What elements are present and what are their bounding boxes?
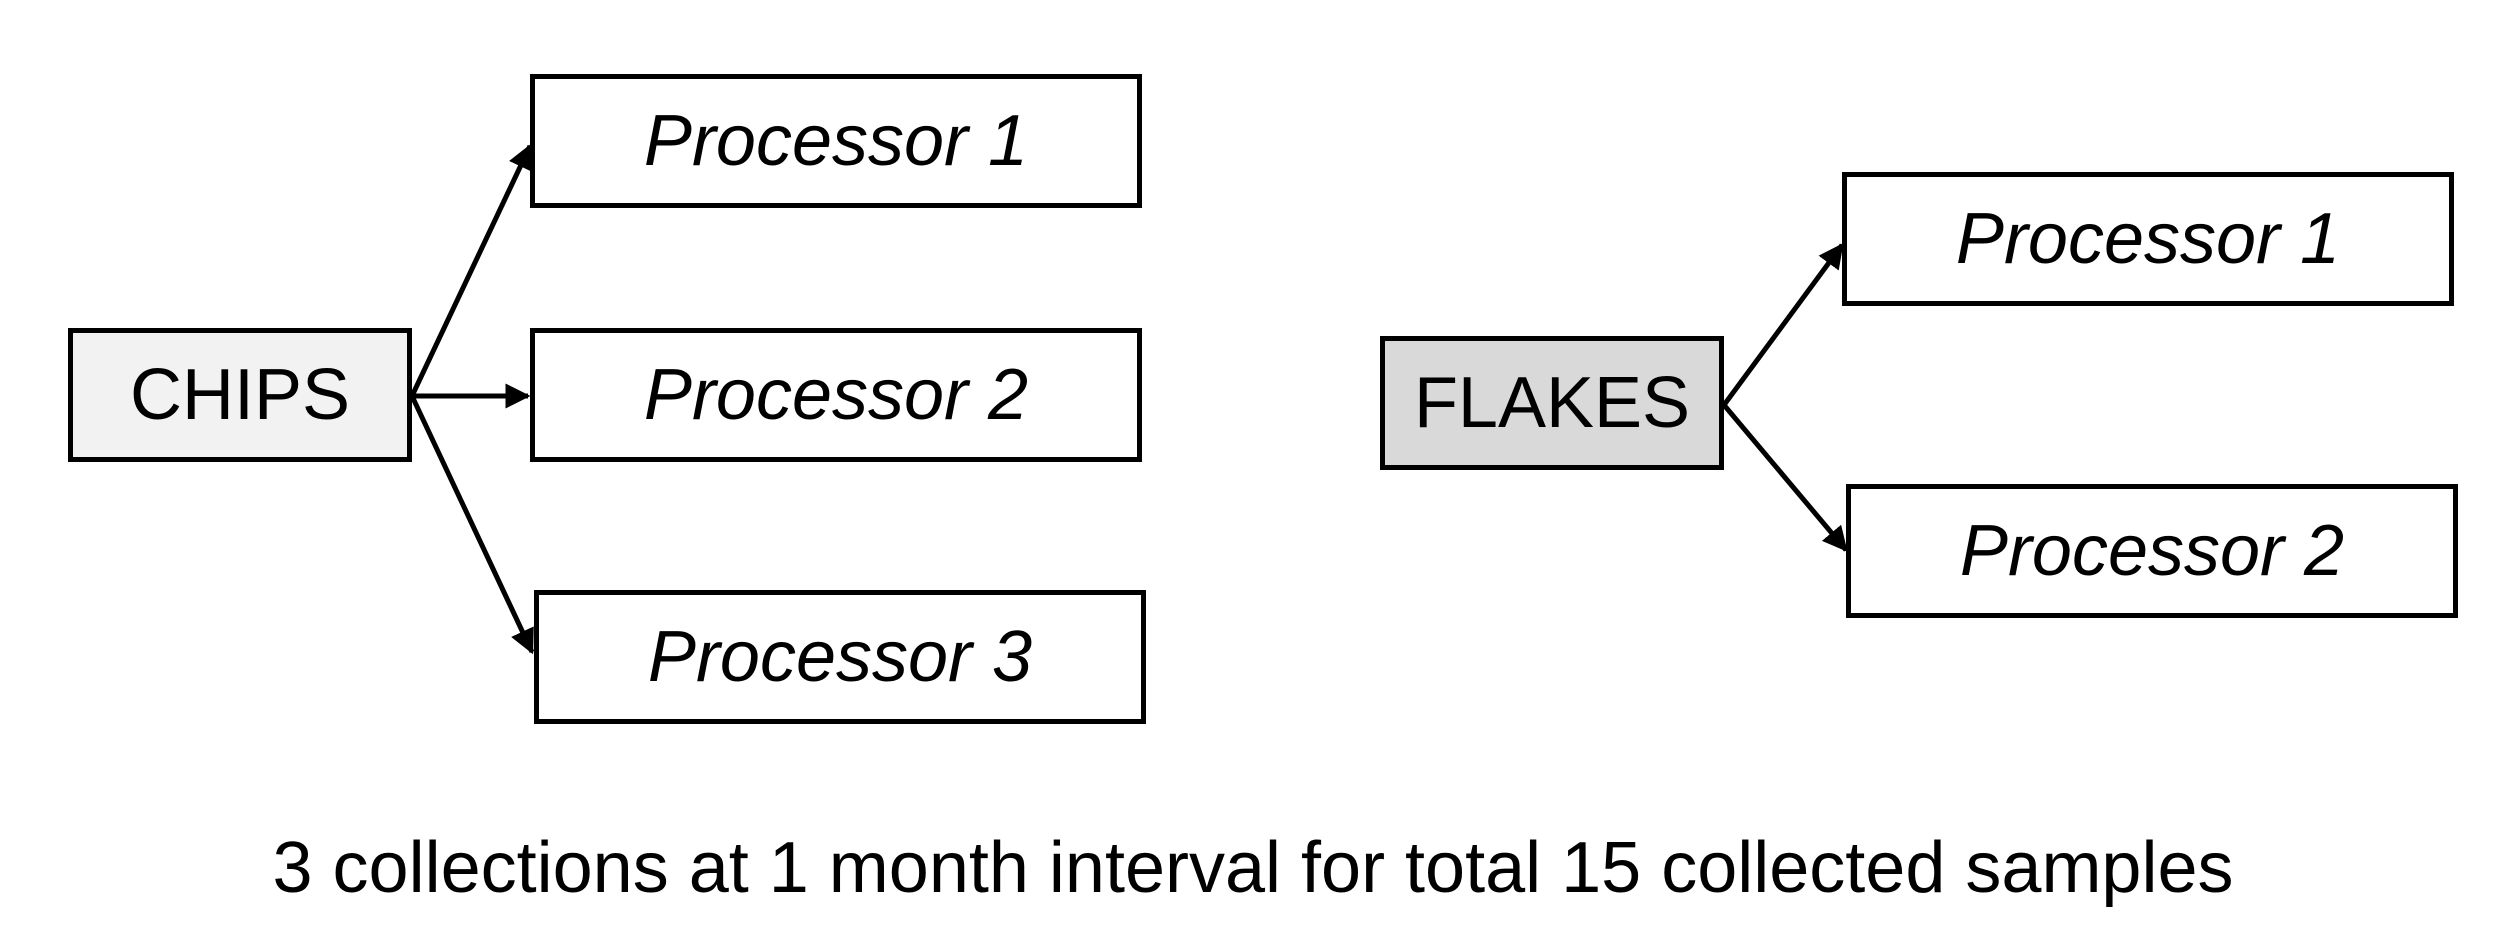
chips-processor-2-label: Processor 2 bbox=[643, 355, 1029, 435]
chips-processor-3-label: Processor 3 bbox=[647, 617, 1033, 697]
arrow-chips-processor-1 bbox=[409, 143, 533, 398]
flakes-processor-2-label: Processor 2 bbox=[1959, 511, 2345, 591]
chips-processor-1-label: Processor 1 bbox=[643, 101, 1029, 181]
chips-label: CHIPS bbox=[129, 355, 351, 435]
flakes-label: FLAKES bbox=[1413, 363, 1691, 443]
chips-processor-1-node: Processor 1 bbox=[530, 74, 1142, 208]
flakes-processor-1-node: Processor 1 bbox=[1842, 172, 2454, 306]
chips-processor-3-node: Processor 3 bbox=[534, 590, 1146, 724]
chips-node: CHIPS bbox=[68, 328, 412, 462]
arrow-chips-processor-3 bbox=[409, 394, 535, 655]
flakes-node: FLAKES bbox=[1380, 336, 1724, 470]
flakes-processor-2-node: Processor 2 bbox=[1846, 484, 2458, 618]
arrow-flakes-processor-1 bbox=[1721, 242, 1845, 407]
diagram-caption: 3 collections at 1 month interval for to… bbox=[272, 828, 2234, 908]
chips-processor-2-node: Processor 2 bbox=[530, 328, 1142, 462]
flakes-processor-1-label: Processor 1 bbox=[1955, 199, 2341, 279]
arrow-flakes-processor-2 bbox=[1722, 403, 1848, 552]
